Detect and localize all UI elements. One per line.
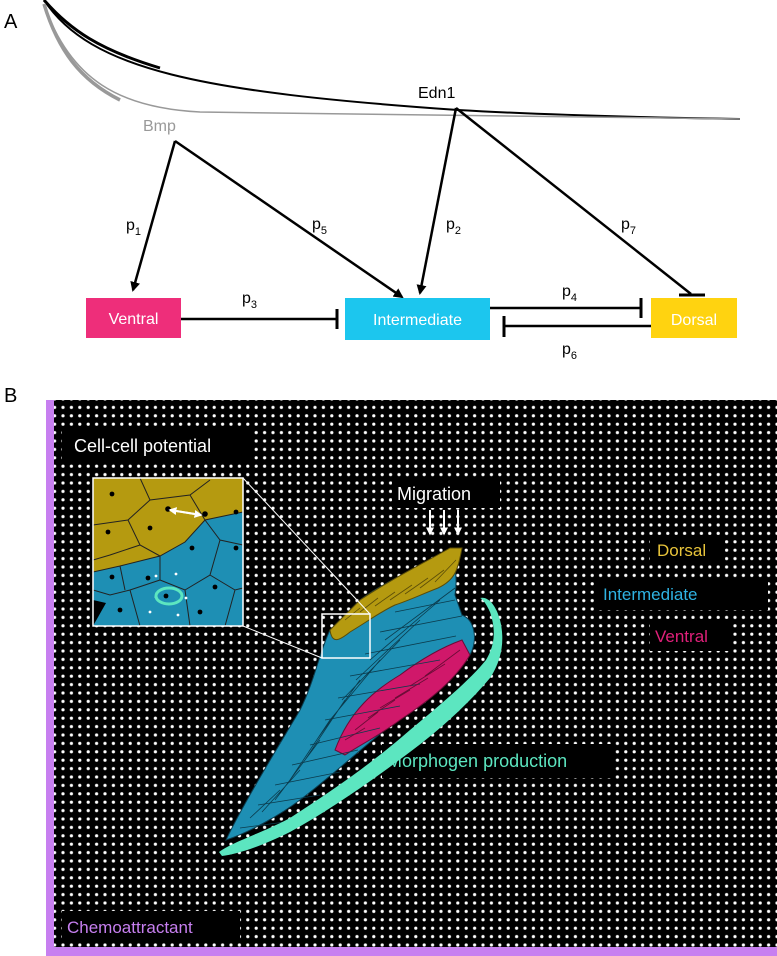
param-p4: p4 xyxy=(562,283,577,304)
ventral-cell-boundaries xyxy=(344,649,461,741)
node-intermediate-label: Intermediate xyxy=(373,312,462,329)
cell-potential-label: Cell-cell potential xyxy=(74,436,211,456)
dorsal-tissue xyxy=(329,547,463,641)
inset-border xyxy=(92,477,244,627)
inhibit-edn1-dorsal xyxy=(455,107,692,295)
node-intermediate-box xyxy=(345,298,490,340)
panel-a: A Bmp Edn1 p1 p5 p2 p7 p3 p4 p6 Ventral xyxy=(4,0,741,362)
migration-label: Migration xyxy=(397,484,471,504)
chemoattractant-label: Chemoattractant xyxy=(67,918,193,937)
node-intermediate: Intermediate xyxy=(345,298,490,340)
inset-cell-centers xyxy=(105,491,239,615)
edn1-gradient-curve-thick xyxy=(42,0,161,70)
cell-potential-inset xyxy=(92,477,244,627)
migration-label-bg xyxy=(392,478,500,508)
param-p2: p2 xyxy=(446,216,461,237)
inset-potential-arrow-left xyxy=(168,507,202,516)
node-dorsal-label: Dorsal xyxy=(671,312,717,329)
zoom-connector-top xyxy=(242,477,371,615)
morphogen-label: Morphogen production xyxy=(387,751,567,771)
bmp-gradient-curve-thick xyxy=(42,3,121,102)
param-p5: p5 xyxy=(312,216,327,237)
param-p7: p7 xyxy=(621,216,636,237)
ventral-label-bg xyxy=(650,619,730,651)
panel-b-label: B xyxy=(4,385,17,407)
param-p6: p6 xyxy=(562,341,577,362)
bmp-label: Bmp xyxy=(143,118,176,135)
inset-outside-corner xyxy=(93,600,106,626)
morphogen-label-bg xyxy=(382,744,614,778)
param-p1: p1 xyxy=(126,217,141,238)
chemoattractant-border-bottom xyxy=(46,947,777,956)
node-dorsal: Dorsal xyxy=(651,298,737,338)
arrow-edn1-intermediate xyxy=(416,107,458,295)
node-ventral-label: Ventral xyxy=(109,311,159,328)
panel-b: B xyxy=(4,385,777,956)
inset-cell-edges xyxy=(93,478,243,626)
zoom-region-box xyxy=(321,613,371,659)
cell-potential-label-bg xyxy=(62,429,250,463)
dorsal-label-bg xyxy=(650,535,725,565)
edn1-label: Edn1 xyxy=(418,85,455,102)
inset-highlight-ellipse xyxy=(154,586,184,606)
intermediate-label: Intermediate xyxy=(603,585,698,604)
bmp-gradient-curve xyxy=(43,3,741,120)
panel-a-label: A xyxy=(4,11,18,33)
cell-boundaries xyxy=(239,587,463,829)
arrow-bmp-intermediate xyxy=(174,139,404,299)
dorsal-label: Dorsal xyxy=(657,541,706,560)
cell-tissue xyxy=(225,547,475,841)
zoom-connector-bottom xyxy=(242,625,323,659)
node-dorsal-box xyxy=(651,298,737,338)
arrow-bmp-ventral xyxy=(130,140,177,292)
migration-arrows xyxy=(426,510,462,536)
ventral-tissue xyxy=(334,639,471,756)
ventral-label: Ventral xyxy=(655,627,708,646)
intermediate-label-bg xyxy=(598,578,768,610)
chemoattractant-label-bg xyxy=(62,911,240,943)
node-ventral: Ventral xyxy=(86,298,181,338)
chemoattractant-border-left xyxy=(46,400,54,956)
edn1-gradient-curve xyxy=(43,0,741,120)
node-ventral-box xyxy=(86,298,181,338)
param-p3: p3 xyxy=(242,290,257,311)
